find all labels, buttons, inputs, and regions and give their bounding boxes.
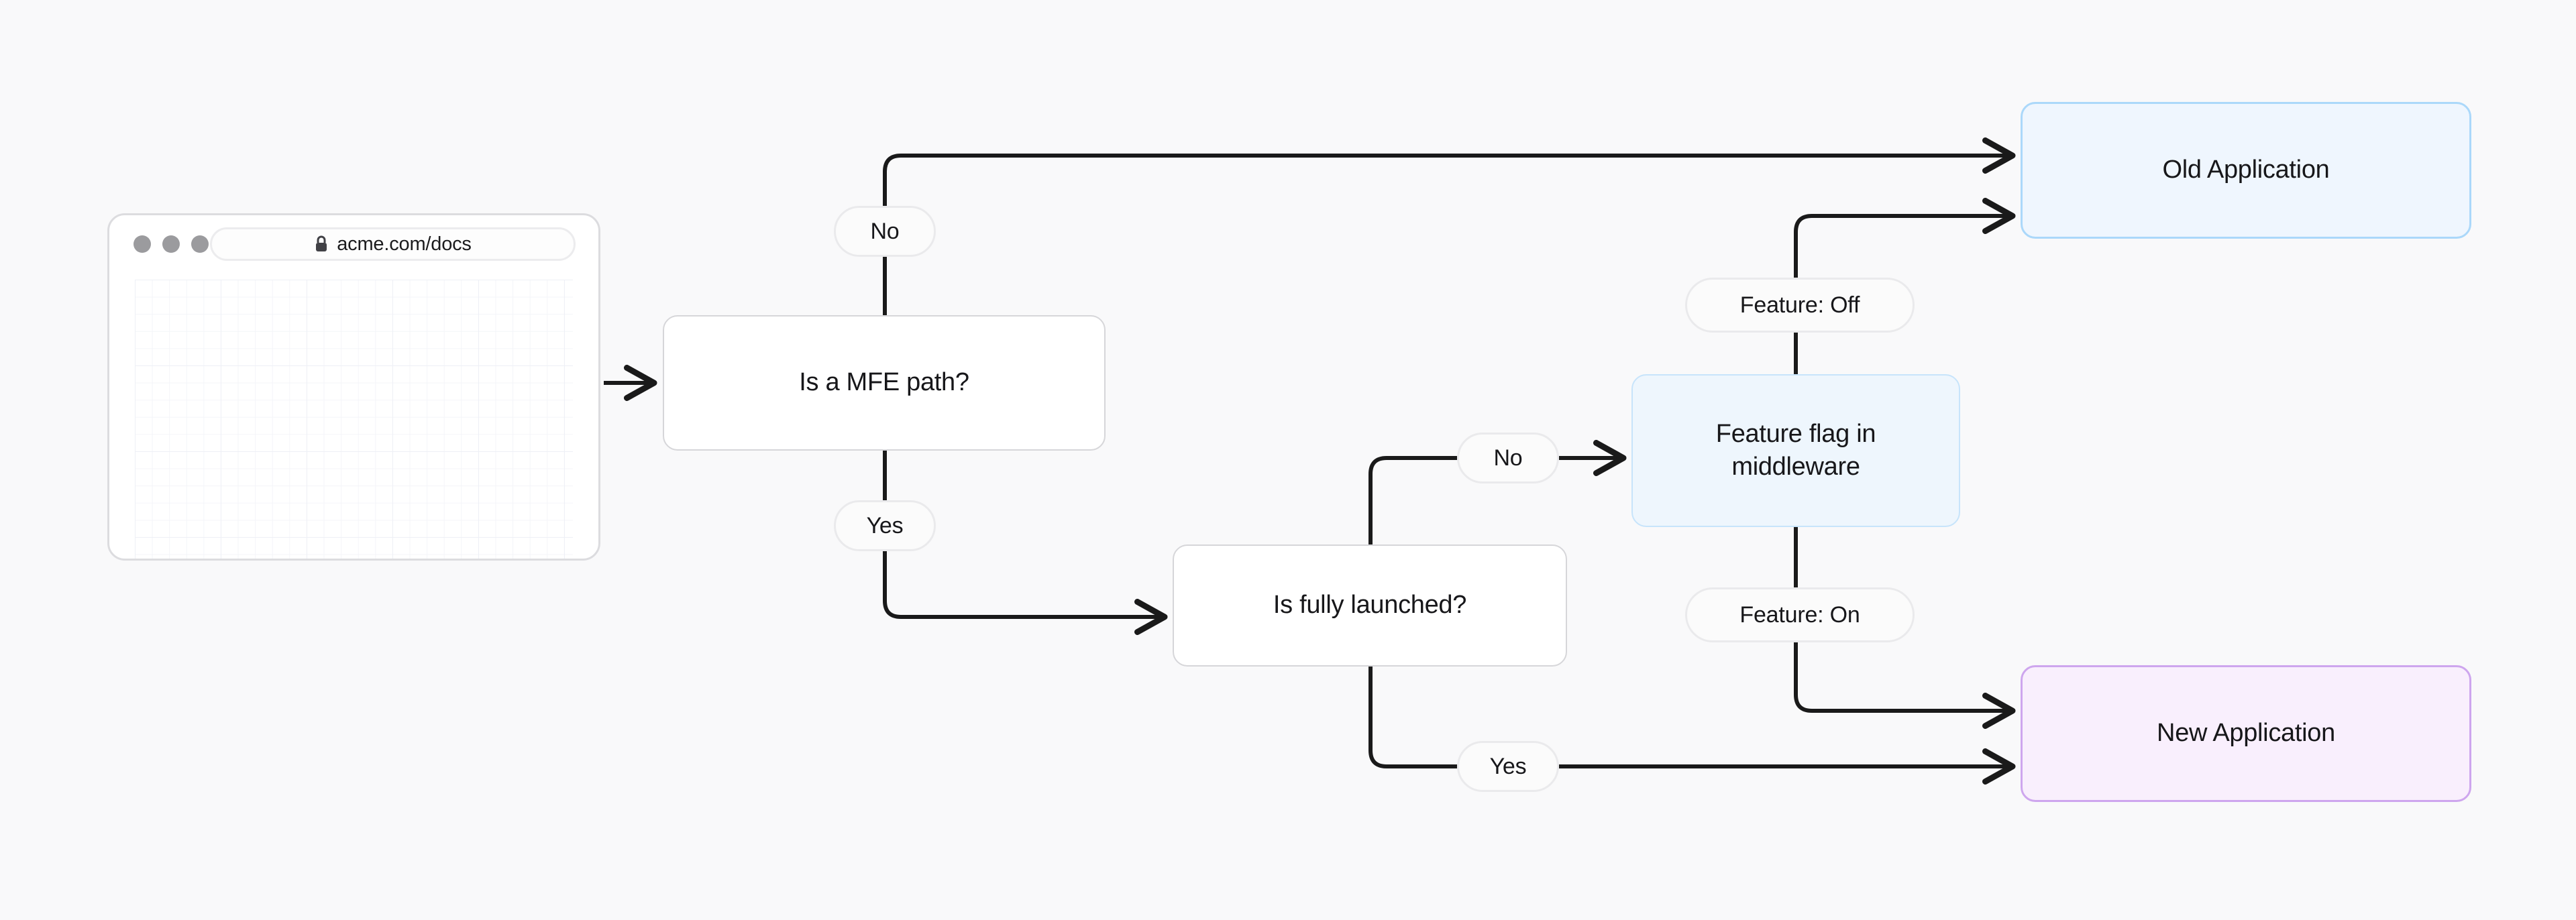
node-is-fully-launched[interactable]: Is fully launched? (1173, 544, 1567, 667)
edge-label-text: Feature: On (1739, 601, 1860, 628)
node-feature-flag-in-middleware[interactable]: Feature flag in middleware (1631, 374, 1960, 527)
maximize-dot-icon[interactable] (191, 235, 209, 253)
edge-label-mfe-yes: Yes (834, 500, 936, 551)
browser-chrome: acme.com/docs (109, 215, 598, 273)
node-label: Is fully launched? (1273, 591, 1467, 620)
edge-label-launched-yes: Yes (1457, 741, 1559, 792)
node-label: Feature flag in middleware (1715, 419, 1876, 481)
edge-launched-no-up (1368, 456, 1457, 544)
url-text: acme.com/docs (337, 233, 472, 255)
edge-launched-yes-down (1368, 667, 1457, 768)
traffic-light-dots (133, 235, 209, 253)
browser-mockup: acme.com/docs (107, 213, 600, 561)
edge-flag-off-to-old (1794, 198, 2016, 278)
edge-label-text: No (1493, 445, 1523, 471)
lock-icon (316, 235, 327, 251)
minimize-dot-icon[interactable] (162, 235, 180, 253)
page-viewport-grid (135, 280, 573, 559)
edge-label-feature-off: Feature: Off (1685, 278, 1915, 333)
edge-mfe-yes-to-launched (883, 551, 1168, 635)
node-label: Is a MFE path? (799, 368, 969, 397)
node-new-application[interactable]: New Application (2021, 665, 2471, 802)
edge-mfe-no-to-old (883, 137, 2016, 206)
close-dot-icon[interactable] (133, 235, 151, 253)
node-old-application[interactable]: Old Application (2021, 102, 2471, 239)
address-bar[interactable]: acme.com/docs (210, 227, 576, 261)
edge-label-launched-no: No (1457, 433, 1559, 483)
edge-flag-on-to-new (1794, 642, 2016, 729)
edge-label-text: Yes (866, 512, 904, 538)
edge-label-text: Feature: Off (1739, 292, 1860, 318)
edge-label-mfe-no: No (834, 206, 936, 257)
node-label: New Application (2157, 719, 2335, 748)
edge-label-text: Yes (1489, 753, 1527, 779)
node-is-a-mfe-path[interactable]: Is a MFE path? (663, 315, 1106, 451)
node-label: Old Application (2162, 156, 2330, 184)
edge-label-feature-on: Feature: On (1685, 587, 1915, 642)
edge-label-text: No (870, 218, 900, 244)
